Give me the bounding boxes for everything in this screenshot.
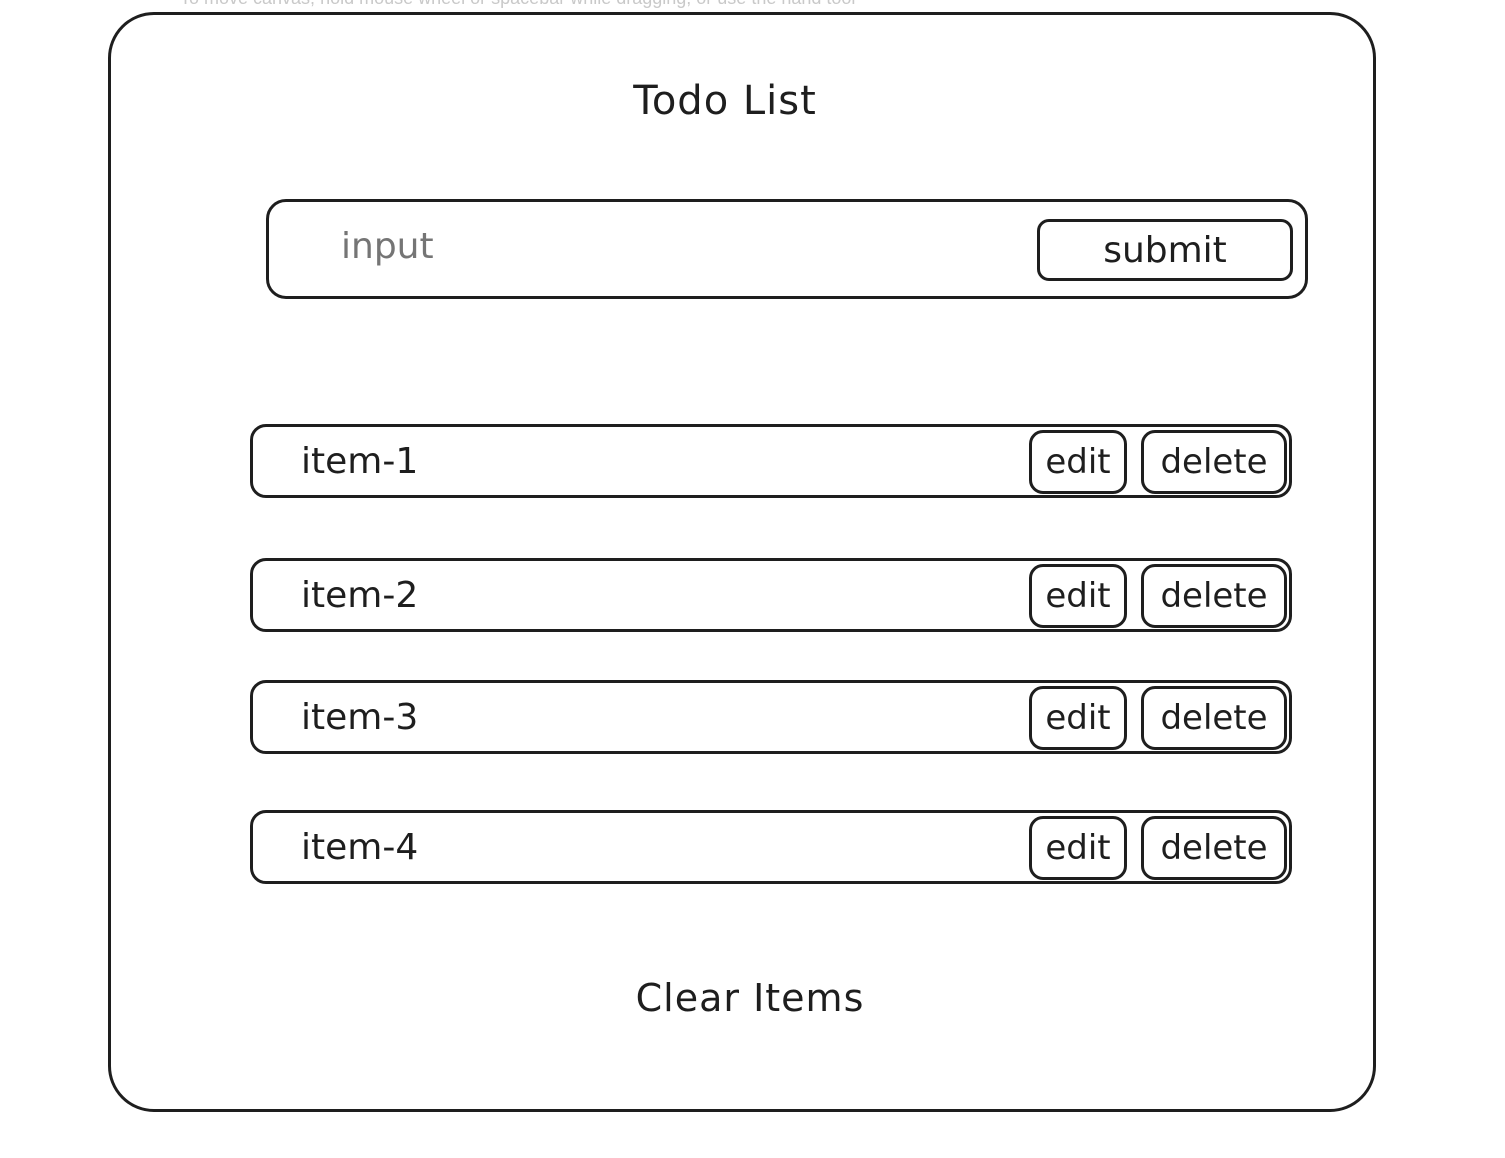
todo-item-label: item-4 bbox=[301, 827, 419, 868]
canvas-hint: To move canvas, hold mouse wheel or spac… bbox=[180, 0, 855, 9]
todo-item-label: item-3 bbox=[301, 697, 419, 738]
edit-button[interactable]: edit bbox=[1029, 564, 1127, 628]
todo-item-label: item-1 bbox=[301, 441, 419, 482]
todo-input-bar: submit bbox=[266, 199, 1308, 299]
edit-button[interactable]: edit bbox=[1029, 430, 1127, 494]
todo-item-row: item-3 edit delete bbox=[250, 680, 1292, 754]
submit-button[interactable]: submit bbox=[1037, 219, 1293, 281]
delete-button[interactable]: delete bbox=[1141, 430, 1287, 494]
page-title: Todo List bbox=[633, 78, 817, 124]
todo-item-row: item-1 edit delete bbox=[250, 424, 1292, 498]
todo-item-label: item-2 bbox=[301, 575, 419, 616]
delete-button[interactable]: delete bbox=[1141, 686, 1287, 750]
edit-button[interactable]: edit bbox=[1029, 686, 1127, 750]
delete-button[interactable]: delete bbox=[1141, 816, 1287, 880]
todo-app-frame bbox=[108, 12, 1376, 1112]
todo-input-field[interactable] bbox=[341, 226, 941, 267]
todo-item-row: item-2 edit delete bbox=[250, 558, 1292, 632]
delete-button[interactable]: delete bbox=[1141, 564, 1287, 628]
clear-items-button[interactable]: Clear Items bbox=[600, 970, 900, 1026]
todo-item-row: item-4 edit delete bbox=[250, 810, 1292, 884]
edit-button[interactable]: edit bbox=[1029, 816, 1127, 880]
